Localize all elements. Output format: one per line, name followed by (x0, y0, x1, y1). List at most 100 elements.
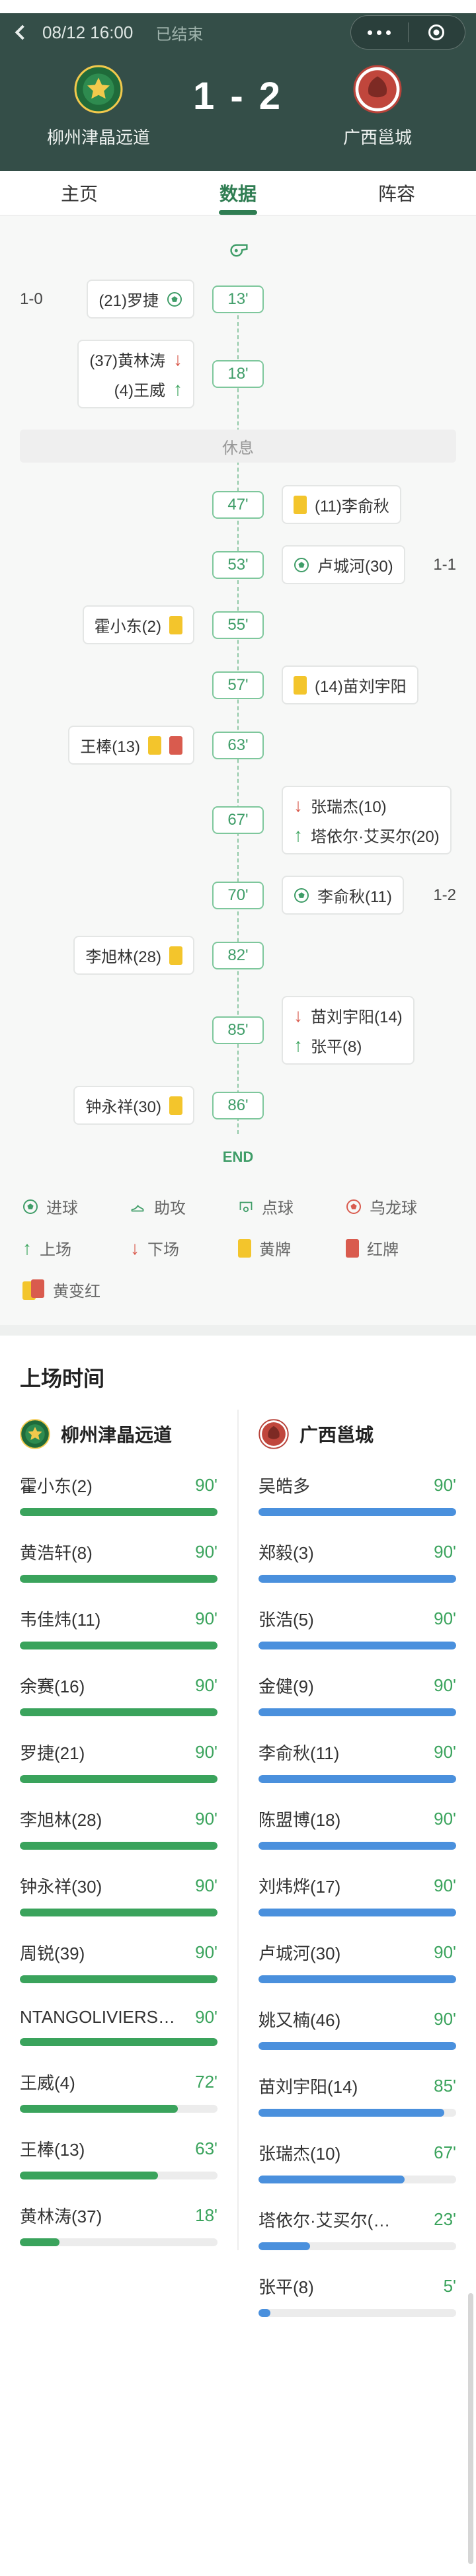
player-name: 钟永祥(30) (20, 1877, 102, 1897)
tab-home[interactable]: 主页 (60, 184, 98, 204)
player-minutes: 85' (434, 2076, 456, 2096)
playtime-bar (20, 1575, 218, 1583)
playtime-bar (258, 2042, 456, 2050)
player-minutes: 67' (434, 2142, 456, 2162)
event-box: ↓苗刘宇阳(14)↑张平(8) (282, 996, 415, 1065)
away-team-logo-small (258, 1419, 289, 1449)
player-name: 陈盟博(18) (258, 1810, 341, 1830)
legend-label: 助攻 (154, 1199, 186, 1217)
player-row: 苗刘宇阳(14)85' (258, 2054, 456, 2121)
event-time-badge: 82' (212, 941, 264, 969)
playtime-bar (258, 1708, 456, 1716)
legend-label: 下场 (147, 1241, 179, 1259)
red-icon (169, 736, 182, 755)
player-row: 王威(4)72' (20, 2050, 218, 2117)
player-row: 金健(9)90' (258, 1653, 456, 1720)
legend-label: 点球 (262, 1199, 294, 1217)
playtime-bar (20, 1909, 218, 1916)
timeline-event: 70'李俞秋(11)1-2 (0, 876, 476, 915)
player-row: 罗捷(21) 90' (20, 1720, 218, 1787)
event-player-text: 张瑞杰(10) (311, 798, 387, 816)
playtime-bar (20, 2105, 218, 2113)
playtime-section: 上场时间 柳州津晶远道 霍小东(2)90'黄浩轩(8)90'韦佳炜(11)90'… (0, 1336, 476, 2361)
timeline-event: 85' ↓苗刘宇阳(14)↑张平(8) (0, 996, 476, 1065)
event-time-badge: 85' (212, 1016, 264, 1044)
score-change-note: 1-0 (20, 289, 43, 308)
event-time-badge: 47' (212, 490, 264, 519)
player-minutes: 5' (443, 2276, 456, 2296)
event-time-badge: 18' (212, 360, 264, 388)
event-time-badge: 67' (212, 806, 264, 834)
player-minutes: 18' (195, 2205, 218, 2225)
event-time-badge: 53' (212, 550, 264, 579)
player-row: 塔依尔·艾买尔(…23' (258, 2187, 456, 2254)
player-row: 霍小东(2)90' (20, 1453, 218, 1520)
halftime-break: 休息 (20, 430, 456, 463)
player-row: 钟永祥(30)90' (20, 1854, 218, 1920)
red-icon (346, 1238, 359, 1258)
player-minutes: 90' (195, 1475, 218, 1495)
legend-grid: 进球助攻点球乌龙球↑上场↓下场黄牌红牌黄变红 (22, 1195, 454, 1301)
event-player-text: 李俞秋(11) (317, 888, 392, 906)
more-button[interactable] (351, 30, 408, 35)
event-right-cell: ↓张瑞杰(10)↑塔依尔·艾买尔(20) (272, 786, 476, 854)
sub-in-icon: ↑ (22, 1237, 32, 1258)
player-name: 吴皓多 (258, 1476, 311, 1496)
target-icon (428, 24, 445, 40)
playtime-columns: 柳州津晶远道 霍小东(2)90'黄浩轩(8)90'韦佳炜(11)90'余赛(16… (0, 1410, 476, 2321)
event-right-cell: 李俞秋(11) 1-2 (272, 876, 476, 915)
player-name: 李旭林(28) (20, 1810, 102, 1830)
event-time-badge: 63' (212, 731, 264, 759)
event-player-text: (21)罗捷 (99, 292, 159, 310)
legend-section: 进球助攻点球乌龙球↑上场↓下场黄牌红牌黄变红 (0, 1186, 476, 1325)
event-player-text: 卢城河(30) (317, 558, 393, 576)
event-time-badge: 86' (212, 1091, 264, 1119)
event-box: 钟永祥(30) (73, 1086, 194, 1125)
legend-item-yellow-red: 黄变红 (22, 1278, 130, 1301)
event-player-text: 王棒(13) (80, 738, 140, 756)
back-icon (15, 24, 30, 40)
event-player-text: (11)李俞秋 (315, 498, 389, 515)
legend-item-yellow: 黄牌 (238, 1236, 346, 1260)
player-minutes: 90' (434, 1742, 456, 1762)
player-minutes: 90' (195, 1675, 218, 1695)
scrollbar[interactable] (468, 2293, 473, 2564)
away-team: 广西邕城 (308, 65, 447, 149)
player-minutes: 90' (195, 1742, 218, 1762)
close-minimize-button[interactable] (409, 24, 465, 40)
player-name: 罗捷(21) (20, 1743, 85, 1763)
event-box: ↓张瑞杰(10)↑塔依尔·艾买尔(20) (282, 786, 452, 854)
score-change-note: 1-2 (433, 886, 456, 904)
player-row: 韦佳炜(11)90' (20, 1587, 218, 1653)
legend-item-own-goal: 乌龙球 (346, 1195, 454, 1218)
own-goal-icon (346, 1199, 362, 1215)
player-row: 陈盟博(18)90' (258, 1787, 456, 1854)
home-team-logo-small (20, 1419, 50, 1449)
yellow-icon (238, 1238, 251, 1258)
playtime-bar (20, 2238, 218, 2246)
player-row: 李旭林(28)90' (20, 1787, 218, 1854)
legend-label: 乌龙球 (370, 1199, 417, 1217)
home-team-name: 柳州津晶远道 (46, 128, 150, 147)
playtime-bar (258, 1842, 456, 1850)
player-minutes: 90' (434, 1542, 456, 1562)
playtime-bar (258, 1909, 456, 1916)
player-row: 王棒(13)63' (20, 2117, 218, 2183)
event-left-cell: 霍小东(2) (0, 605, 204, 644)
tab-lineup[interactable]: 阵容 (377, 184, 415, 204)
player-minutes: 72' (195, 2072, 218, 2092)
away-team-logo (353, 65, 402, 114)
home-playtime-column: 柳州津晶远道 霍小东(2)90'黄浩轩(8)90'韦佳炜(11)90'余赛(16… (0, 1410, 239, 2250)
yellow-icon (169, 946, 182, 965)
score-change-note: 1-1 (433, 555, 456, 574)
playtime-bar (258, 1975, 456, 1983)
player-row: 黄浩轩(8)90' (20, 1520, 218, 1587)
tab-data[interactable]: 数据 (159, 171, 317, 215)
event-player-text: 塔依尔·艾买尔(20) (311, 828, 440, 846)
event-player-text: 钟永祥(30) (85, 1098, 161, 1116)
player-name: 韦佳炜(11) (20, 1610, 101, 1630)
back-button[interactable] (15, 24, 30, 40)
playtime-bar (258, 1575, 456, 1583)
away-playtime-header: 广西邕城 (258, 1419, 456, 1449)
